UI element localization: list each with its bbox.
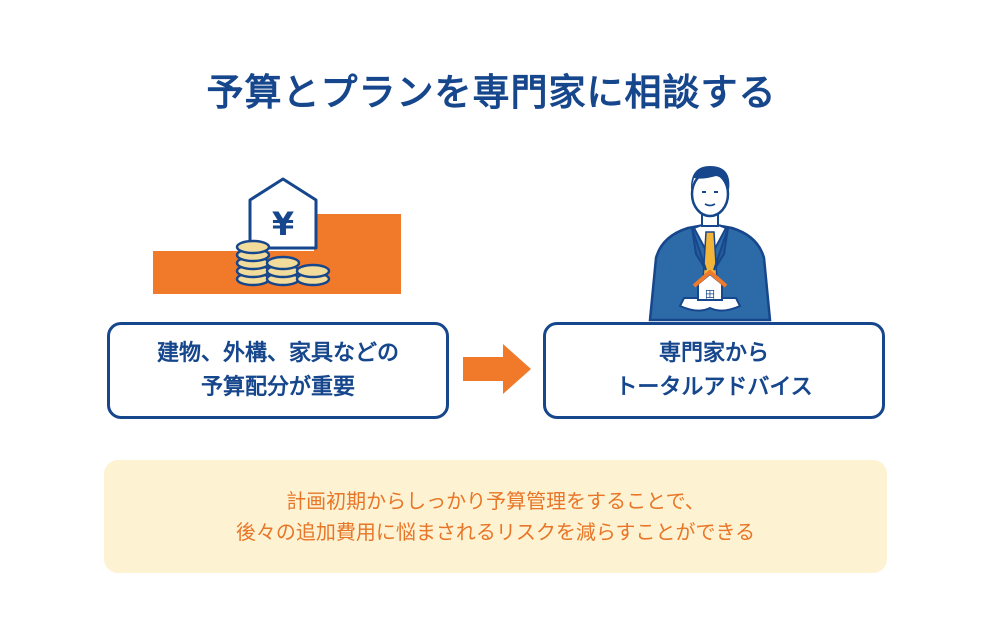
expert-advice-box: 専門家から トータルアドバイス — [543, 322, 885, 419]
page-title: 予算とプランを専門家に相談する — [206, 71, 777, 114]
yen-house-coins-icon: ¥ — [153, 177, 401, 294]
small-house-window: 田 — [705, 290, 715, 301]
budget-box-line1: 建物、外構、家具などの — [156, 340, 399, 366]
note-line2: 後々の追加費用に悩まされるリスクを減らすことができる — [235, 519, 756, 544]
budget-box-line2: 予算配分が重要 — [200, 374, 355, 400]
expert-box-line1: 専門家から — [658, 340, 769, 366]
expert-box-line2: トータルアドバイス — [615, 374, 813, 400]
arrow-right-icon — [463, 344, 531, 394]
budget-allocation-box: 建物、外構、家具などの 予算配分が重要 — [107, 322, 449, 419]
advisor-holding-house-icon: 田 — [648, 166, 772, 322]
note-line1: 計画初期からしっかり予算管理をすることで、 — [286, 488, 705, 513]
house-symbol: ¥ — [272, 205, 294, 243]
summary-note: 計画初期からしっかり予算管理をすることで、 後々の追加費用に悩まされるリスクを減… — [104, 460, 887, 573]
